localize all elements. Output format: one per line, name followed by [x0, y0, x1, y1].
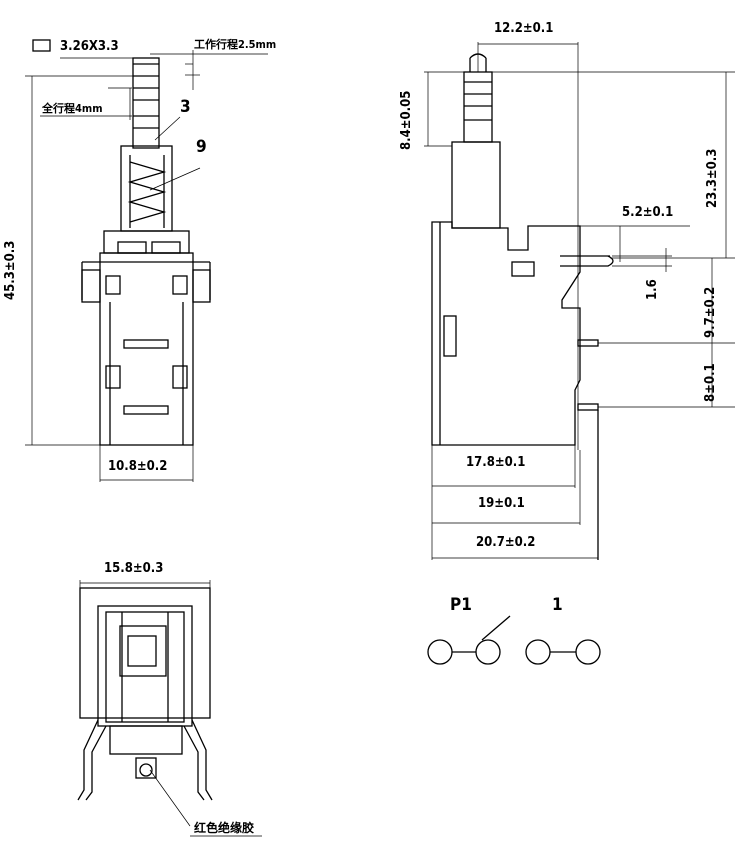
side-view: 12.2±0.1 8.4±0.05 23.3±0.3 5.2±0.1 1.6 9… [399, 21, 735, 560]
bottom-view: 15.8±0.3 红色绝缘胶 [77, 561, 262, 837]
pin-spacing-1-dim: 9.7±0.2 [703, 287, 718, 338]
width-1-dim: 17.8±0.1 [466, 455, 525, 470]
label-p1: P1 [450, 595, 472, 615]
width-dim: 10.8±0.2 [108, 459, 167, 474]
part-3-label: 3 [180, 97, 191, 117]
upper-height-dim: 23.3±0.3 [705, 149, 720, 208]
terminal-length-dim: 5.2±0.1 [622, 205, 673, 220]
width-3-dim: 20.7±0.2 [476, 535, 535, 550]
working-travel-label: 工作行程2.5mm [194, 37, 276, 51]
insulation-label: 红色绝缘胶 [194, 820, 254, 835]
front-view: 3.26X3.3 工作行程2.5mm 全行程4mm 3 9 [3, 37, 276, 482]
switch-schematic: P1 1 [427, 595, 601, 665]
full-travel-label: 全行程4mm [41, 101, 103, 115]
plunger-offset-dim: 12.2±0.1 [494, 21, 553, 36]
pin-spacing-2-dim: 8±0.1 [703, 363, 718, 402]
size-label: 3.26X3.3 [60, 39, 119, 54]
part-9-label: 9 [196, 137, 207, 157]
bottom-width-dim: 15.8±0.3 [104, 561, 163, 576]
label-1: 1 [552, 595, 563, 615]
terminal-thickness-dim: 1.6 [645, 279, 660, 300]
width-2-dim: 19±0.1 [478, 496, 525, 511]
height-dim: 45.3±0.3 [3, 241, 18, 300]
plunger-height-dim: 8.4±0.05 [399, 91, 414, 150]
square-symbol [32, 39, 51, 52]
